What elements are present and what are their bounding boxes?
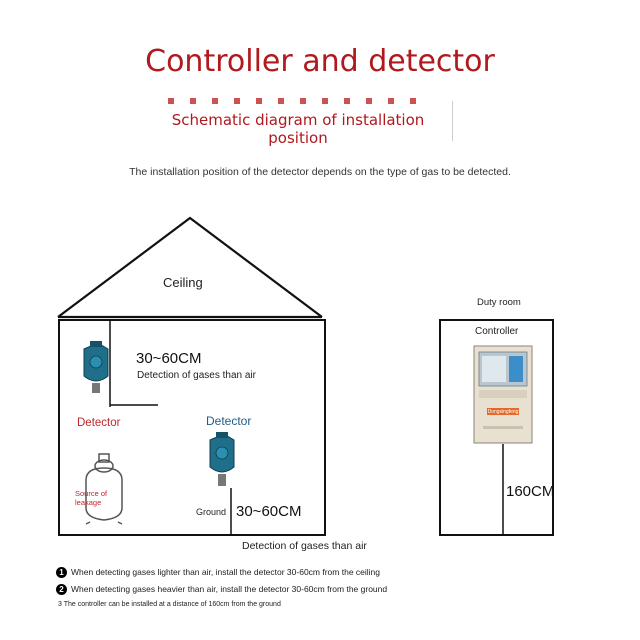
controller-height-label: 160CM bbox=[506, 483, 555, 500]
controller-label: Controller bbox=[475, 326, 519, 337]
detector-icon-bottom bbox=[209, 432, 235, 486]
source-label-line1: Source of bbox=[75, 489, 108, 498]
note-marker-1: 1 bbox=[56, 567, 67, 579]
top-caption: Detection of gases than air bbox=[137, 370, 256, 381]
ground-label: Ground bbox=[196, 507, 227, 517]
controller-device-icon bbox=[473, 345, 533, 444]
note-marker-2: 2 bbox=[56, 584, 67, 596]
duty-room-title: Duty room bbox=[477, 297, 521, 308]
subtitle: Schematic diagram of installation positi… bbox=[171, 111, 425, 147]
ceiling-label: Ceiling bbox=[163, 275, 203, 290]
detector-left-label: Detector bbox=[77, 417, 121, 429]
roof-outline bbox=[57, 216, 323, 318]
detector-right-label: Detector bbox=[206, 414, 252, 428]
bottom-distance-label: 30~60CM bbox=[236, 503, 302, 520]
controller-brand: Dongxingfeng bbox=[487, 409, 519, 415]
note-1-text: When detecting gases lighter than air, i… bbox=[71, 567, 381, 577]
page-title: Controller and detector bbox=[145, 44, 495, 79]
subtitle-banner: Schematic diagram of installation positi… bbox=[150, 98, 453, 147]
source-label-line2: leakage bbox=[75, 498, 102, 507]
note-3: 3 The controller can be installed at a d… bbox=[58, 601, 281, 608]
decorative-red-marks bbox=[168, 98, 418, 104]
note-2-text: When detecting gases heavier than air, i… bbox=[71, 584, 388, 594]
top-distance-label: 30~60CM bbox=[136, 350, 202, 367]
duty-room bbox=[439, 319, 554, 536]
gas-cylinder-icon bbox=[85, 453, 123, 525]
note-1: 1 When detecting gases lighter than air, … bbox=[56, 567, 381, 579]
note-2: 2 When detecting gases heavier than air, … bbox=[56, 584, 388, 596]
house-room bbox=[58, 319, 326, 536]
note-3-text: 3 The controller can be installed at a d… bbox=[58, 601, 281, 608]
bottom-caption: Detection of gases than air bbox=[242, 540, 367, 552]
detector-icon-top bbox=[83, 341, 109, 393]
intro-text: The installation position of the detecto… bbox=[129, 166, 511, 178]
